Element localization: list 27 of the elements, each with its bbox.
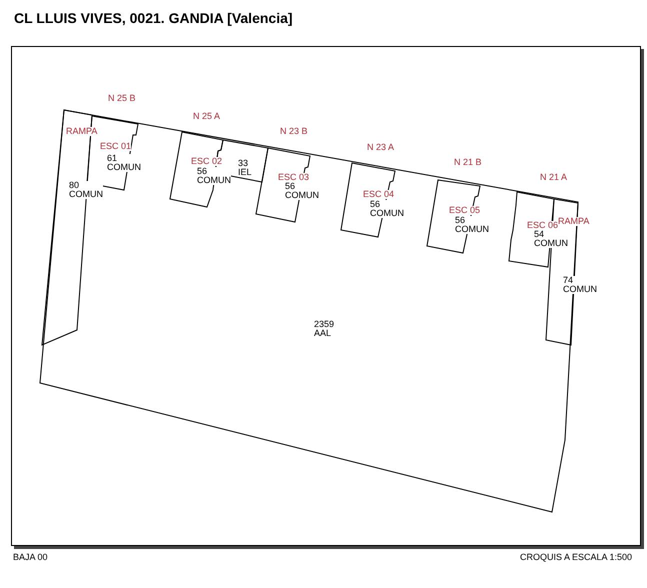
- stair-label: ESC 01: [100, 142, 132, 151]
- scale-note: CROQUIS A ESCALA 1:500: [520, 552, 632, 562]
- area-label: 33 IEL: [238, 159, 252, 177]
- street-number: N 23 B: [280, 126, 308, 136]
- street-number: N 21 B: [454, 157, 482, 167]
- stair-label: ESC 02: [191, 157, 222, 166]
- stair-label: ESC 05: [449, 206, 480, 215]
- area-label: 54 COMUN: [534, 230, 568, 248]
- area-label: 74 COMUN: [563, 276, 597, 294]
- area-label: 2359 AAL: [314, 320, 334, 338]
- area-label: 56 COMUN: [197, 167, 231, 185]
- ramp-label: RAMPA: [558, 217, 590, 226]
- street-number: N 25 A: [193, 111, 220, 121]
- area-label: 56 COMUN: [285, 182, 319, 200]
- floor-label: BAJA 00: [13, 552, 48, 562]
- page-title: CL LLUIS VIVES, 0021. GANDIA [Valencia]: [14, 10, 293, 26]
- stair-label: ESC 04: [363, 190, 394, 199]
- stair-label: ESC 06: [527, 221, 558, 230]
- area-label: 56 COMUN: [370, 200, 404, 218]
- street-number: N 21 A: [540, 172, 568, 182]
- area-label: 80 COMUN: [69, 181, 103, 199]
- area-label: 56 COMUN: [455, 216, 489, 234]
- stair-label: ESC 03: [278, 173, 310, 182]
- ramp-label: RAMPA: [66, 127, 98, 136]
- street-number: N 25 B: [108, 93, 136, 103]
- area-label: 61 COMUN: [107, 154, 141, 172]
- street-number: N 23 A: [367, 142, 394, 152]
